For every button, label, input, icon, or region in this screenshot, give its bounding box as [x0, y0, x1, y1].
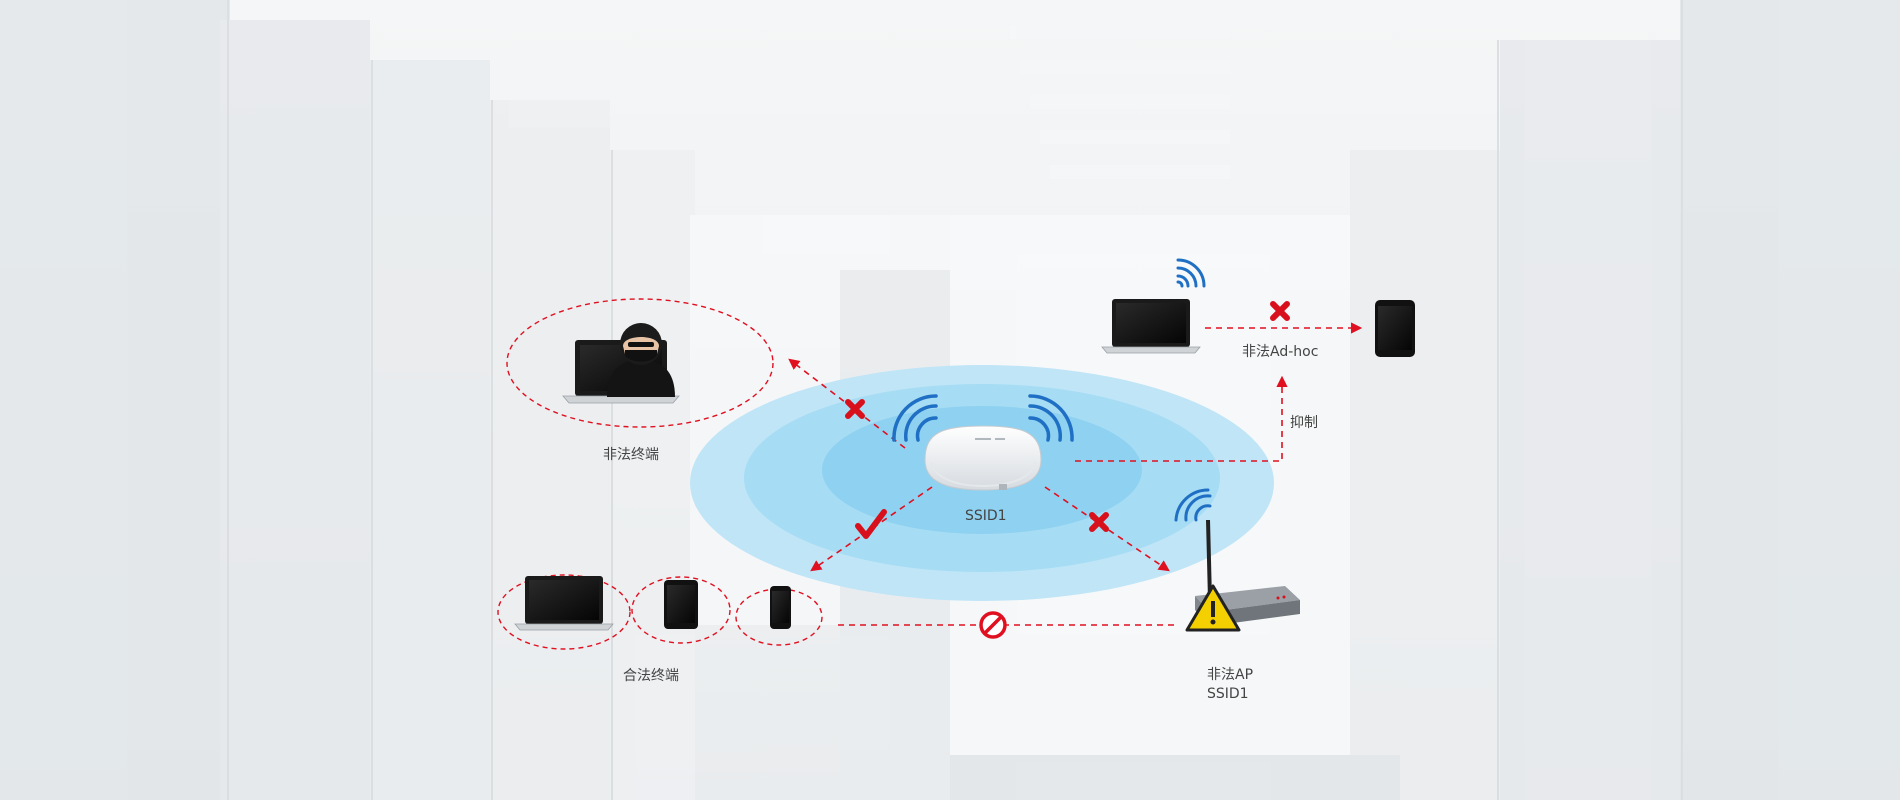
cross-icon	[1270, 301, 1290, 321]
tablet-circle	[631, 576, 731, 644]
tablet-icon	[1375, 300, 1415, 357]
warning-icon	[1185, 584, 1241, 632]
phone-icon	[770, 586, 791, 629]
laptop-circle	[497, 574, 631, 650]
check-icon	[855, 509, 887, 539]
illegal-adhoc-label: 非法Ad-hoc	[1242, 344, 1319, 360]
laptop-icon	[514, 576, 614, 631]
cross-icon	[845, 399, 865, 419]
legal-terminal-label: 合法终端	[623, 668, 679, 684]
tablet-icon	[664, 580, 698, 629]
legal-terminals	[497, 574, 823, 650]
hacker-icon	[607, 323, 675, 397]
illegal-ap-label-line2: SSID1	[1207, 685, 1249, 702]
illegal-terminal-label: 非法终端	[603, 447, 659, 463]
wifi-signal-icon	[892, 394, 1074, 442]
wifi-signal-icon	[1176, 258, 1206, 288]
cross-icon	[1089, 512, 1109, 532]
suppress-label: 抑制	[1290, 415, 1318, 431]
illegal-terminal-circle	[506, 298, 774, 428]
laptop-icon	[1101, 299, 1201, 354]
illegal-ap-label: 非法AP SSID1	[1207, 666, 1253, 704]
connection-lines	[788, 322, 1363, 626]
blocked-link-rogue-ap	[1044, 486, 1170, 572]
ap-ssid-label: SSID1	[965, 508, 1007, 524]
prohibited-icon	[979, 611, 1007, 639]
blocked-link-illegal-terminal	[788, 358, 906, 449]
suppress-link	[1075, 375, 1288, 462]
allowed-link-legal-terminal	[810, 486, 933, 572]
phone-circle	[735, 588, 823, 646]
wifi-signal-icon	[1174, 488, 1212, 522]
illegal-ap-label-line1: 非法AP	[1207, 667, 1254, 683]
access-point-icon	[924, 425, 1042, 491]
